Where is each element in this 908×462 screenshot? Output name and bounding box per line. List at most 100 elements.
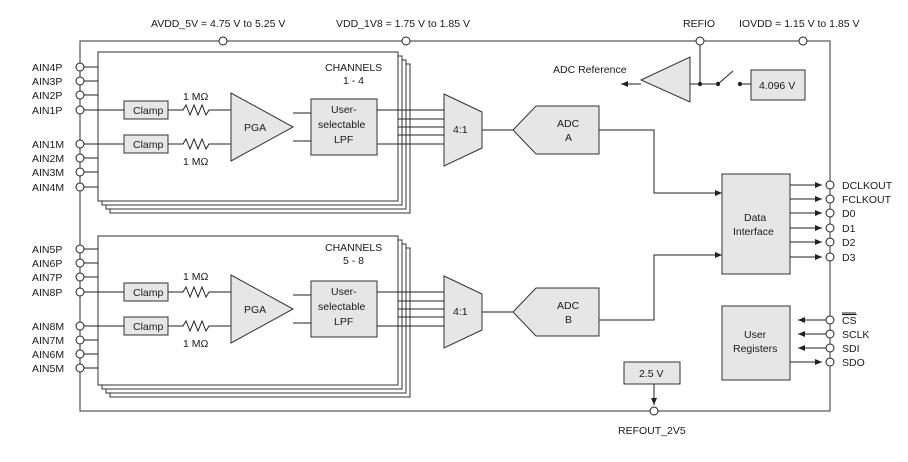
lpf-block — [310, 98, 378, 156]
adc-reference-label: ADC Reference — [553, 64, 627, 76]
lpf-block — [310, 280, 378, 338]
input-label: AIN5P — [32, 244, 62, 256]
resistor-label: 1 MΩ — [183, 271, 209, 283]
lpf-label: selectable — [318, 119, 365, 131]
serial-pin — [825, 315, 835, 325]
input-label: AIN7M — [32, 335, 64, 347]
bottom-group-title: CHANNELS — [325, 242, 382, 254]
pga-amplifier — [230, 274, 295, 344]
output-pin — [825, 237, 835, 247]
refout-voltage-block — [623, 361, 681, 385]
input-label: AIN8P — [32, 287, 62, 299]
input-label: AIN1M — [32, 139, 64, 151]
reference-switch — [717, 70, 734, 85]
junction-dot — [697, 81, 703, 87]
input-pin — [75, 76, 85, 86]
adc-b-block — [512, 287, 600, 337]
input-label: AIN4P — [32, 62, 62, 74]
input-pin — [75, 349, 85, 359]
avdd-label: AVDD_5V = 4.75 V to 5.25 V — [151, 18, 285, 30]
serial-pin — [825, 357, 835, 367]
serial-pin — [825, 329, 835, 339]
input-pin — [75, 90, 85, 100]
serial-interface-pins: CS SCLK SDI SDO — [790, 312, 869, 369]
refout-pin — [649, 406, 659, 416]
top-group-title: CHANNELS — [325, 62, 382, 74]
input-pin — [75, 153, 85, 163]
channel-group-top: CHANNELS 1 - 4 AIN4P AIN3P AIN2P AIN1P A… — [32, 51, 600, 214]
input-label: AIN3M — [32, 167, 64, 179]
bottom-group-range: 5 - 8 — [343, 255, 364, 267]
resistor-symbol — [168, 285, 231, 299]
dclkout-label: DCLKOUT — [842, 180, 893, 192]
resistor-symbol — [168, 137, 231, 151]
input-label: AIN2P — [32, 90, 62, 102]
input-pin — [75, 105, 85, 115]
reference-voltage-label: 4.096 V — [759, 80, 795, 92]
output-pin — [825, 180, 835, 190]
adc-reference-section: ADC Reference 4.096 V — [553, 45, 806, 103]
d1-label: D1 — [842, 223, 856, 235]
user-registers-block — [721, 305, 791, 381]
input-label: AIN7P — [32, 272, 62, 284]
pga-amplifier — [230, 92, 295, 162]
pga-label: PGA — [244, 304, 266, 316]
adc-a-block — [512, 105, 600, 155]
output-pin — [825, 252, 835, 262]
d0-label: D0 — [842, 208, 856, 220]
mux-block — [443, 275, 483, 349]
output-pin — [825, 194, 835, 204]
refout-voltage-label: 2.5 V — [639, 368, 664, 380]
data-interface-block — [721, 173, 791, 275]
output-pin — [825, 208, 835, 218]
data-interface-label: Interface — [733, 226, 774, 238]
resistor-label: 1 MΩ — [183, 338, 209, 350]
adc-b-label: B — [565, 314, 572, 326]
input-pin — [75, 321, 85, 331]
pga-label: PGA — [244, 122, 266, 134]
lpf-label: LPF — [334, 316, 353, 328]
input-pin — [75, 287, 85, 297]
input-pin — [75, 272, 85, 282]
adc-b-label: ADC — [557, 300, 580, 312]
input-pin — [75, 258, 85, 268]
lpf-label: User- — [331, 286, 357, 298]
clamp-label: Clamp — [133, 105, 164, 117]
sdi-label: SDI — [842, 343, 860, 355]
input-pin — [75, 139, 85, 149]
clamp-label: Clamp — [133, 321, 164, 333]
clamp-label: Clamp — [133, 139, 164, 151]
input-pin — [75, 167, 85, 177]
input-pin — [75, 335, 85, 345]
refio-label: REFIO — [683, 18, 715, 30]
mux-block — [443, 93, 483, 167]
adc-a-label: A — [565, 132, 572, 144]
sclk-label: SCLK — [842, 329, 869, 341]
resistor-symbol — [168, 103, 231, 117]
refio-pin — [695, 36, 705, 46]
lpf-label: selectable — [318, 301, 365, 313]
lpf-label: LPF — [334, 134, 353, 146]
input-label: AIN6M — [32, 349, 64, 361]
vdd-label: VDD_1V8 = 1.75 V to 1.85 V — [336, 18, 470, 30]
iovdd-label: IOVDD = 1.15 V to 1.85 V — [739, 18, 860, 30]
mux-label: 4:1 — [453, 124, 468, 136]
input-label: AIN6P — [32, 258, 62, 270]
cs-label: CS — [842, 315, 857, 327]
lpf-label: User- — [331, 104, 357, 116]
d3-label: D3 — [842, 252, 856, 264]
input-label: AIN4M — [32, 182, 64, 194]
resistor-label: 1 MΩ — [183, 91, 209, 103]
input-pin — [75, 62, 85, 72]
data-interface-label: Data — [744, 212, 766, 224]
input-pin — [75, 182, 85, 192]
refout-label: REFOUT_2V5 — [618, 425, 686, 437]
sdo-label: SDO — [842, 357, 865, 369]
data-output-pins: DCLKOUT FCLKOUT D0 D1 D2 D3 — [790, 180, 893, 264]
reference-buffer — [639, 56, 691, 103]
serial-pin — [825, 343, 835, 353]
top-input-labels: AIN4P AIN3P AIN2P AIN1P AIN1M AIN2M AIN3… — [32, 62, 64, 194]
mux-label: 4:1 — [453, 306, 468, 318]
output-pin — [825, 223, 835, 233]
